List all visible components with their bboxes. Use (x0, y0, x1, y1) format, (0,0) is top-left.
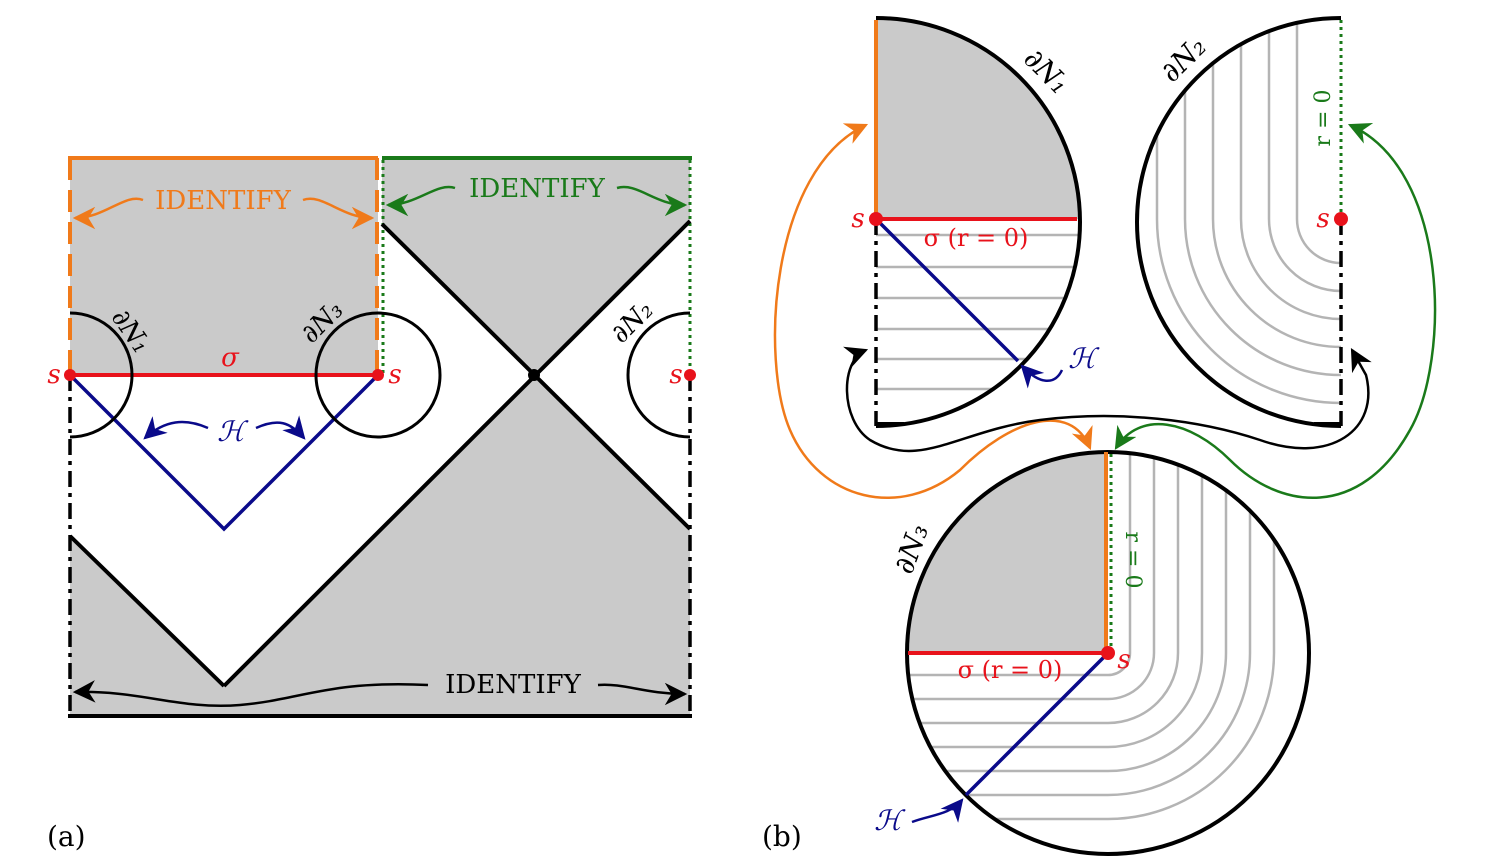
r0-label-N3: r = 0 (1120, 532, 1145, 589)
s-label-N3: s (1117, 645, 1130, 675)
H-arrow-N1 (1020, 364, 1064, 389)
panel-a: IDENTIFY IDENTIFY IDENTIFY ℋ σ s s s ∂N₁… (47, 156, 696, 853)
H-arrow-right (255, 415, 306, 440)
N3-disk (905, 450, 1311, 856)
dN3-circle (314, 311, 442, 439)
panel-b: ∂N₁ ∂N₂ ∂N₃ σ (r = 0) σ (r = 0) r = 0 r … (762, 16, 1437, 856)
s-label-left: s (47, 360, 60, 390)
identify-black-arrow-right (597, 682, 688, 706)
horizon-H-navy (68, 373, 380, 532)
region-bottom (70, 375, 690, 716)
s-point-right (684, 369, 696, 381)
N3-horizon-navy (964, 651, 1110, 797)
N1-s-point (869, 212, 883, 226)
r0-label-N2: r = 0 (1311, 90, 1336, 147)
sigma-label-a: σ (221, 343, 240, 373)
N3-gray-curves (907, 452, 1276, 821)
s-label-mid: s (388, 360, 401, 390)
dN2-label-a: ∂N₂ (605, 295, 659, 349)
dN2-arc (626, 311, 691, 439)
identify-green-arrow-right (616, 185, 688, 217)
horizon-lines-cross (222, 219, 692, 688)
identify-orange-label: IDENTIFY (155, 186, 291, 216)
identify-orange-arrow-right (302, 197, 375, 230)
identify-green-label: IDENTIFY (469, 174, 605, 204)
identify-green-arrow-left (385, 185, 456, 217)
s-label-N2: s (1316, 204, 1329, 234)
sigma-r0-label-N3: σ (r = 0) (958, 656, 1063, 684)
H-label-N1: ℋ (1068, 342, 1100, 375)
s-label-N1: s (851, 204, 864, 234)
s-point-mid (372, 369, 384, 381)
panel-b-label: (b) (762, 820, 802, 853)
dN2-label-b: ∂N₂ (1154, 30, 1213, 89)
N3-s-point (1101, 646, 1115, 660)
identify-black-label: IDENTIFY (445, 670, 581, 700)
s-label-right: s (669, 360, 682, 390)
H-arrow-left (143, 416, 209, 440)
region-top-right (382, 158, 690, 375)
s-point-left (64, 369, 76, 381)
green-identify-arrow-N2-to-N3 (1114, 123, 1437, 499)
identify-orange-arrow-left (72, 197, 144, 230)
panel-a-label: (a) (47, 820, 86, 853)
dN1-arc (69, 311, 134, 439)
N2-s-point (1334, 212, 1348, 226)
H-label-a: ℋ (217, 415, 249, 448)
identify-black-arrow-left (72, 680, 429, 707)
horizon-lines-left (68, 534, 226, 688)
sigma-r0-label-N1: σ (r = 0) (924, 224, 1029, 252)
black-identify-arrow-N1-to-N2 (843, 346, 1372, 453)
bifurcation-point (528, 369, 540, 381)
H-arrow-N3 (911, 798, 964, 824)
H-label-N3: ℋ (874, 804, 906, 837)
orange-identify-arrow-N1-to-N3 (773, 123, 1093, 500)
